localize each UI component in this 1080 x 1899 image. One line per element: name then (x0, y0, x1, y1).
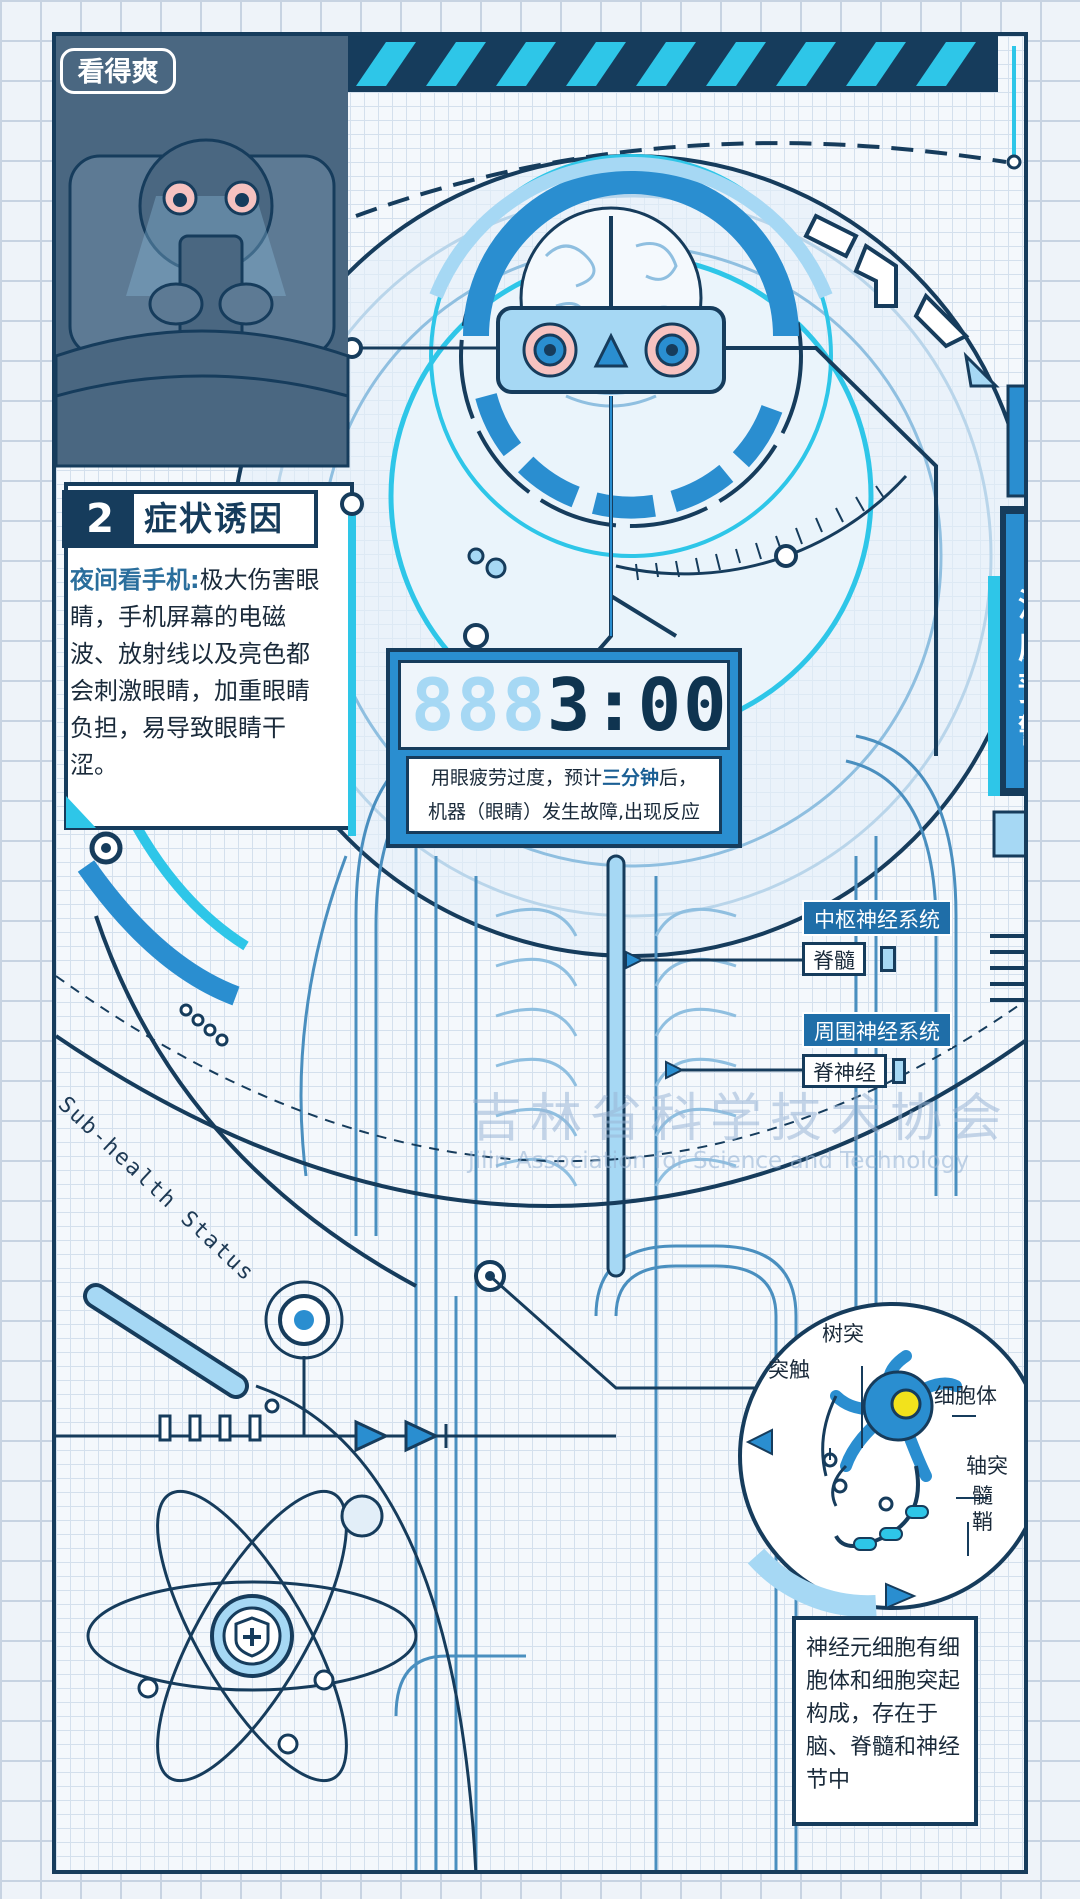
indicator-block (880, 946, 896, 972)
section-number: 2 (66, 494, 134, 544)
neuron-icon (738, 1302, 1024, 1618)
label-dendrite: 树突 (822, 1322, 864, 1346)
description-lead: 夜间看手机: (70, 566, 200, 594)
section-heading: 2 症状诱因 (62, 490, 318, 548)
watermark-name-en: Jilin Association for Science and Techno… (468, 1148, 969, 1174)
atom-icon (86, 1489, 418, 1783)
warning-label: 温度预警 (1012, 584, 1024, 764)
fatigue-timer-panel: 8883:00 用眼疲劳过度，预计三分钟后， 机器（眼睛）发生故障,出现反应 (386, 648, 742, 848)
label-axon: 轴突 (966, 1454, 1008, 1478)
spinal-nerve-label: 脊神经 (802, 1054, 887, 1088)
description-body: 极大伤害眼睛，手机屏幕的电磁波、放射线以及亮色都会刺激眼睛，加重眼睛负担，易导致… (70, 566, 320, 779)
target-icon (264, 1280, 344, 1360)
central-nervous-label: 中枢神经系统 (802, 900, 952, 936)
section-title: 症状诱因 (144, 499, 284, 538)
digital-clock: 8883:00 (398, 660, 730, 750)
robot-body (299, 734, 958, 1870)
goggles (496, 306, 726, 394)
label-cell-body: 细胞体 (934, 1384, 997, 1408)
indicator-block (892, 1058, 906, 1084)
peripheral-nervous-label: 周围神经系统 (802, 1012, 952, 1048)
neuron-note: 神经元细胞有细胞体和细胞突起构成，存在于脑、脊髓和神经节中 (792, 1616, 978, 1826)
warning-tab (988, 506, 1024, 796)
spinal-cord-label: 脊髓 (802, 942, 866, 976)
watermark-name-cn: 吉林省科学技术协会 (470, 1089, 1011, 1149)
label-synapse: 突触 (768, 1358, 810, 1382)
symptom-description: 夜间看手机:极大伤害眼睛，手机屏幕的电磁波、放射线以及亮色都会刺激眼睛，加重眼睛… (70, 562, 332, 784)
tag-button[interactable]: 看得爽 (60, 48, 176, 94)
clock-time: 3:00 (547, 663, 729, 747)
label-myelin-1: 髓 (972, 1484, 993, 1508)
clock-ghost-digits: 888 (411, 663, 548, 747)
schematic-artwork (56, 36, 1024, 1870)
label-myelin-2: 鞘 (972, 1510, 993, 1534)
shield-plus-icon (210, 1594, 294, 1678)
hazard-stripe-bar (348, 36, 998, 92)
timer-caption: 用眼疲劳过度，预计三分钟后， 机器（眼睛）发生故障,出现反应 (406, 756, 722, 834)
eye-icon (644, 322, 700, 378)
eye-icon (522, 322, 578, 378)
phone-scene (56, 36, 350, 468)
